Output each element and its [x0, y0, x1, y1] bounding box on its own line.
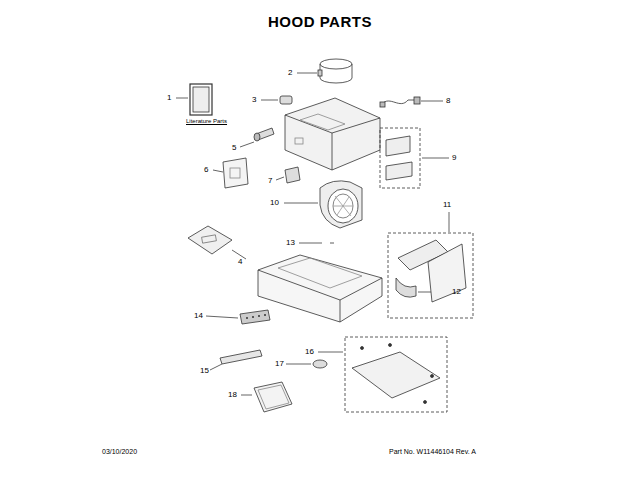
callout-number: 5	[232, 144, 236, 152]
callout-number: 10	[270, 199, 279, 207]
callout-number: 2	[288, 69, 292, 77]
callout-number: 9	[452, 154, 456, 162]
leader-lines	[176, 73, 449, 395]
date-stamp: 03/10/2020	[102, 448, 137, 455]
callout-number: 3	[252, 96, 256, 104]
callout-number: 11	[443, 201, 451, 209]
callout-number: 1	[167, 94, 171, 102]
callout-number: 12	[452, 288, 461, 296]
callout-number: 7	[268, 177, 272, 185]
page-title: HOOD PARTS	[268, 14, 372, 29]
callout-number: 13	[286, 239, 295, 247]
callout-number: 17	[275, 360, 284, 368]
part-number: Part No. W11446104 Rev. A	[389, 448, 476, 455]
callout-number: 4	[238, 258, 242, 266]
callout-number: 18	[228, 391, 237, 399]
callout-number: 15	[200, 367, 209, 375]
literature-note: Literature Parts	[186, 118, 227, 124]
callout-number: 6	[204, 166, 208, 174]
callout-number: 8	[446, 97, 450, 105]
callout-number: 16	[305, 348, 314, 356]
callout-number: 14	[194, 312, 203, 320]
